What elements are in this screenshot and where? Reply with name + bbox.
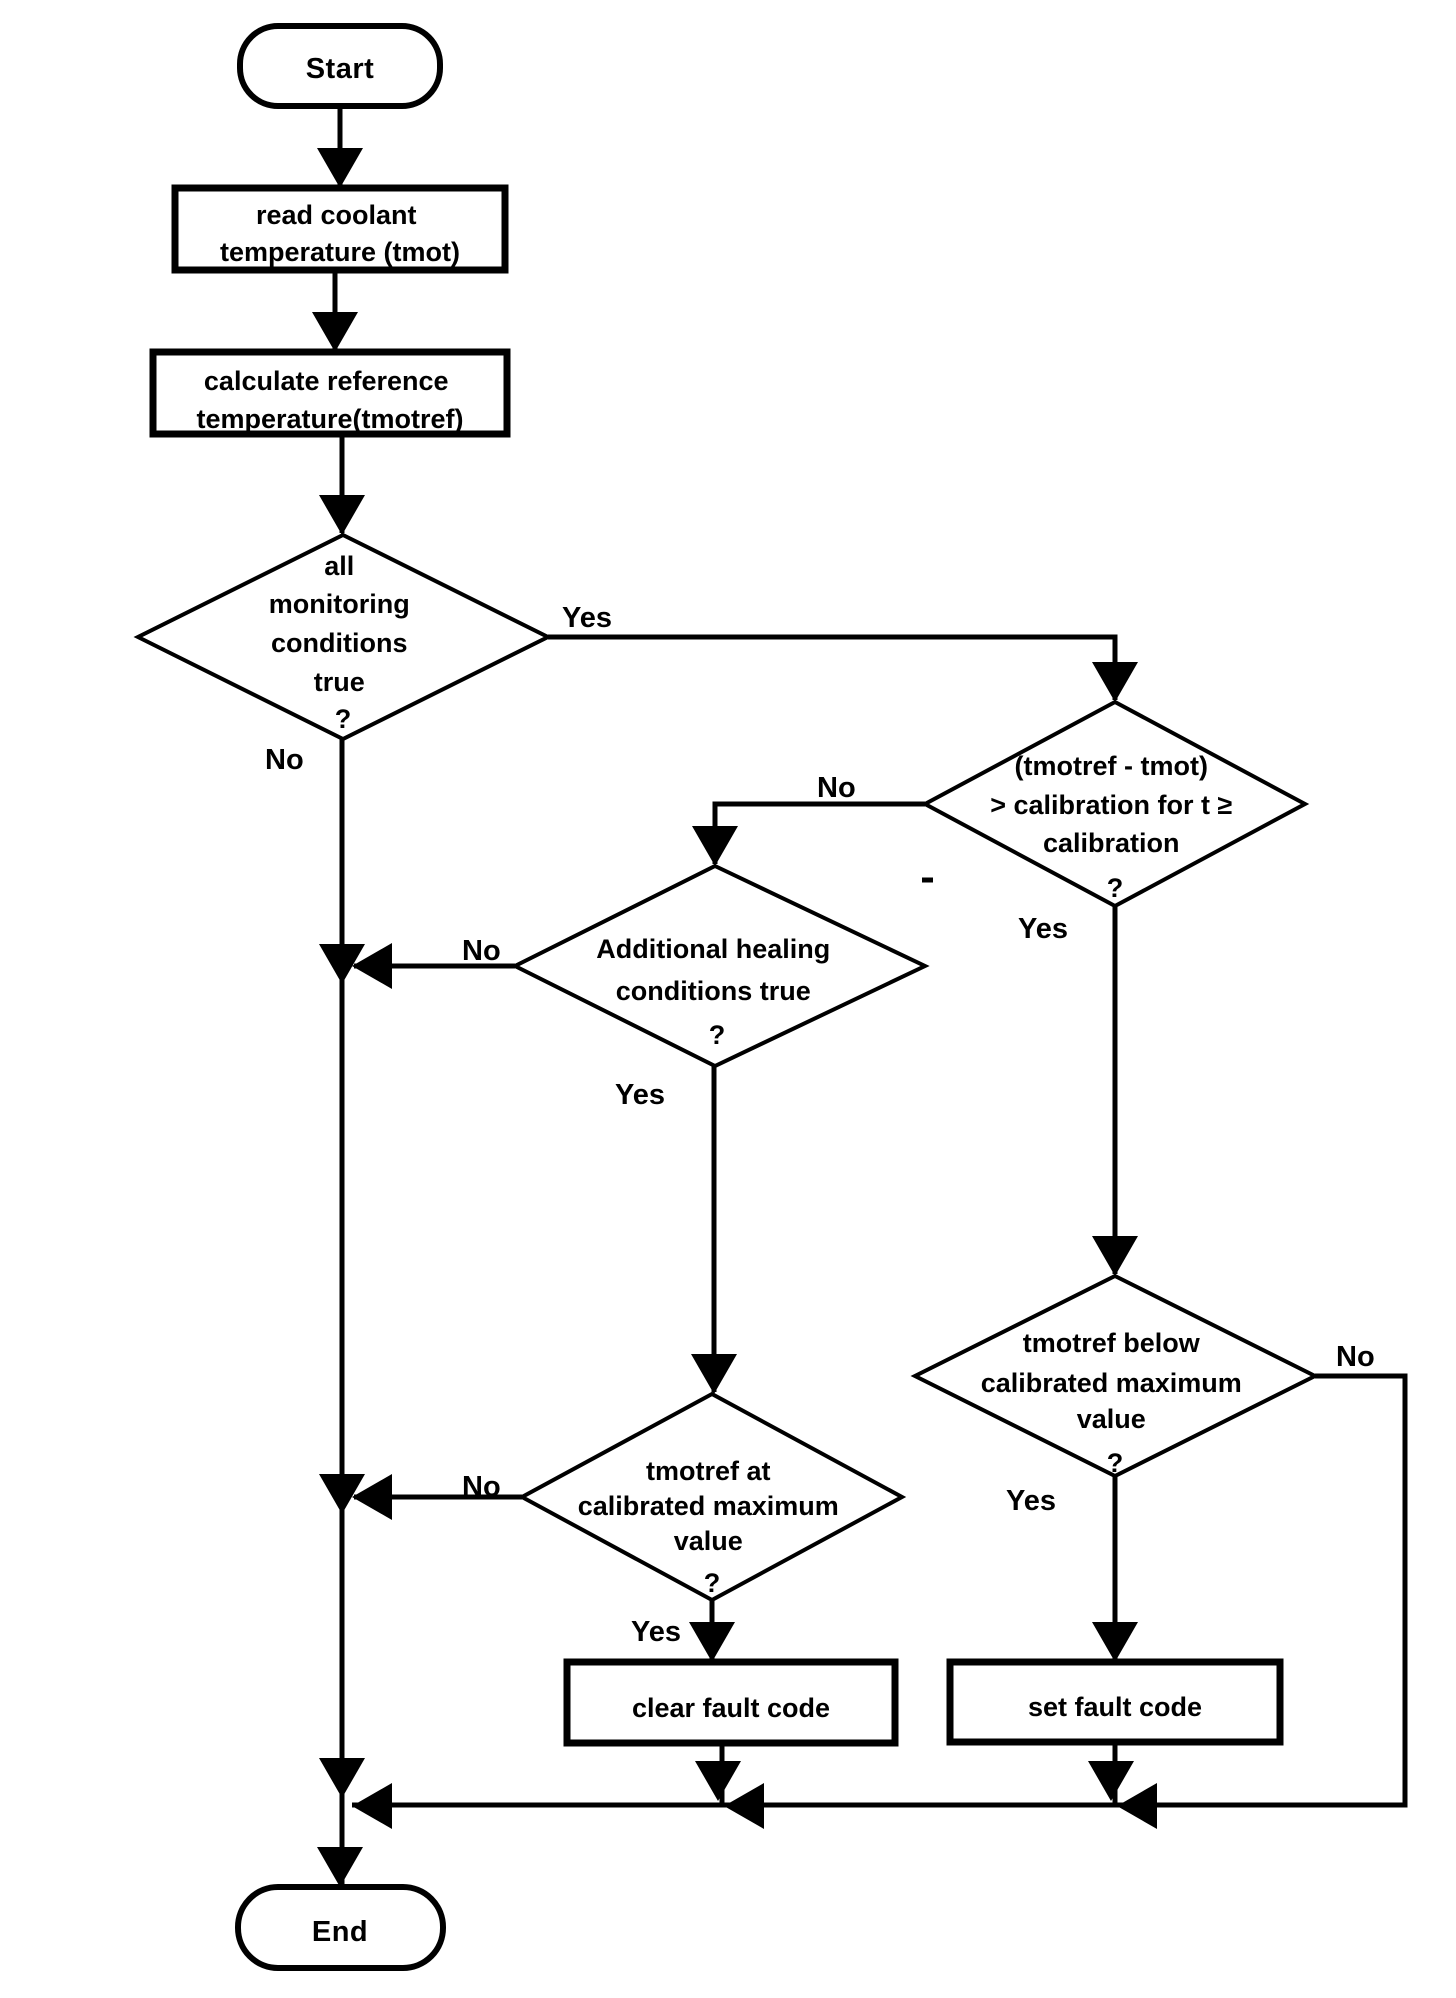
edge-label-delta-yes: Yes: [1018, 913, 1068, 945]
tmotref-at-max-decision: tmotref at calibrated maximum value ?: [517, 1391, 907, 1603]
arrowhead-left: [1117, 1783, 1157, 1829]
clear-fault-code-node: clear fault code: [563, 1658, 899, 1747]
arrowhead-down: [319, 495, 365, 535]
edge-label-monitoring-no: No: [265, 744, 304, 776]
start-node: Start: [237, 23, 443, 109]
edge-label-healing-no: No: [462, 935, 501, 967]
edge-label-atmax-yes: Yes: [631, 1616, 681, 1648]
arrowhead-left: [352, 943, 392, 989]
arrowhead-down: [1092, 1622, 1138, 1662]
calc-reference-label: calculate reference temperature(tmotref): [196, 366, 463, 434]
edge-label-healing-yes: Yes: [615, 1079, 665, 1111]
healing-conditions-decision: Additional healing conditions true ?: [510, 863, 930, 1069]
set-fault-code-label: set fault code: [1028, 1692, 1202, 1722]
edge-delta-no: [712, 801, 925, 864]
arrowhead-down: [317, 148, 363, 188]
edge-label-monitoring-yes: Yes: [562, 602, 612, 634]
tmotref-below-max-shape: [910, 1273, 1320, 1479]
arrowhead-down: [1092, 662, 1138, 702]
read-coolant-shape: [171, 184, 509, 274]
edge-monitoring-yes: [548, 634, 1118, 700]
arrowhead-down: [1092, 1236, 1138, 1276]
start-shape: [237, 23, 443, 109]
arrowhead-down: [319, 1474, 365, 1514]
edge-label-delta-no: No: [817, 772, 856, 804]
arrowhead-down: [689, 1622, 735, 1662]
delta-vs-calibration-shape: [920, 699, 1310, 909]
arrowhead-down: [695, 1761, 741, 1801]
arrowheads: [312, 148, 1157, 1887]
calc-reference-shape: [149, 348, 511, 438]
clear-fault-code-label: clear fault code: [632, 1693, 830, 1723]
arrowhead-left: [352, 1474, 392, 1520]
start-label: Start: [306, 53, 375, 85]
end-label: End: [312, 1916, 368, 1948]
arrowhead-down: [1088, 1761, 1134, 1801]
arrowhead-down: [319, 944, 365, 984]
edge-label-belowmax-yes: Yes: [1006, 1485, 1056, 1517]
tmotref-below-max-decision: tmotref below calibrated maximum value ?: [910, 1273, 1320, 1479]
monitoring-conditions-shape: [133, 532, 553, 742]
arrowhead-down: [691, 1354, 737, 1394]
edge-label-belowmax-no: No: [1336, 1341, 1375, 1373]
set-fault-code-shape: [946, 1658, 1284, 1746]
clear-fault-code-shape: [563, 1658, 899, 1747]
edge-labels: Yes No No Yes No Yes No Yes No Yes: [265, 602, 1375, 1648]
calc-reference-node: calculate reference temperature(tmotref): [149, 348, 511, 438]
tmotref-at-max-label: tmotref at calibrated maximum value ?: [578, 1456, 847, 1598]
read-coolant-node: read coolant temperature (tmot): [171, 184, 509, 274]
end-shape: [235, 1884, 446, 1971]
edge-belowmax-no: [352, 1373, 1408, 1808]
healing-conditions-shape: [510, 863, 930, 1069]
read-coolant-label: read coolant temperature (tmot): [220, 200, 460, 267]
healing-conditions-label: Additional healing conditions true ?: [596, 934, 838, 1050]
arrowhead-left: [724, 1783, 764, 1829]
delta-vs-calibration-decision: (tmotref - tmot) > calibration for t ≥ c…: [920, 699, 1310, 909]
arrowhead-down: [317, 1847, 363, 1887]
delta-vs-calibration-label: (tmotref - tmot) > calibration for t ≥ c…: [990, 751, 1240, 903]
tmotref-at-max-shape: [517, 1391, 907, 1603]
monitoring-conditions-label: all monitoring conditions true ?: [269, 551, 418, 734]
tmotref-below-max-label: tmotref below calibrated maximum value ?: [981, 1328, 1250, 1478]
end-node: End: [235, 1884, 446, 1971]
edge-label-atmax-no: No: [462, 1471, 501, 1503]
arrowhead-down: [312, 312, 358, 352]
arrowhead-left: [352, 1783, 392, 1829]
set-fault-code-node: set fault code: [946, 1658, 1284, 1746]
arrowhead-down: [692, 826, 738, 866]
monitoring-conditions-decision: all monitoring conditions true ?: [133, 532, 553, 742]
arrowhead-down: [319, 1758, 365, 1798]
